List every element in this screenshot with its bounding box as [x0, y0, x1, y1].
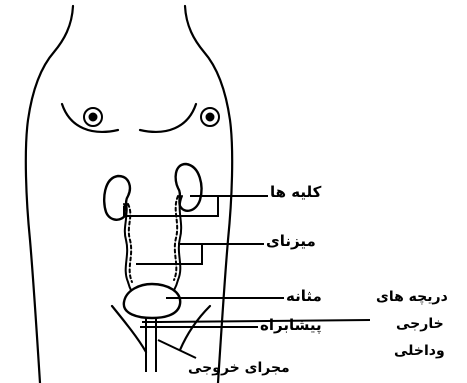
ureters-leader: [136, 244, 264, 264]
nipples: [84, 108, 219, 126]
right-ureter: [168, 196, 182, 300]
left-body-contour: [26, 6, 73, 383]
label-urethral-exit: مجرای خروجی: [188, 361, 290, 375]
label-sphincters-internal: وداخلی: [394, 344, 445, 358]
label-bladder: مثانه: [286, 289, 322, 304]
label-ureters: میزنای: [266, 234, 316, 249]
right-breast-contour: [140, 104, 196, 132]
urethral-exit-leader: [158, 340, 196, 358]
label-sphincters-external: خارجی: [396, 317, 444, 331]
label-kidneys: کلیه ها: [270, 185, 321, 200]
label-urethra: پیشابراه: [260, 318, 322, 333]
leader-lines: [124, 196, 370, 358]
kidneys: [104, 164, 201, 220]
bladder: [124, 284, 180, 318]
label-sphincters-title: دریچه های: [376, 290, 448, 304]
